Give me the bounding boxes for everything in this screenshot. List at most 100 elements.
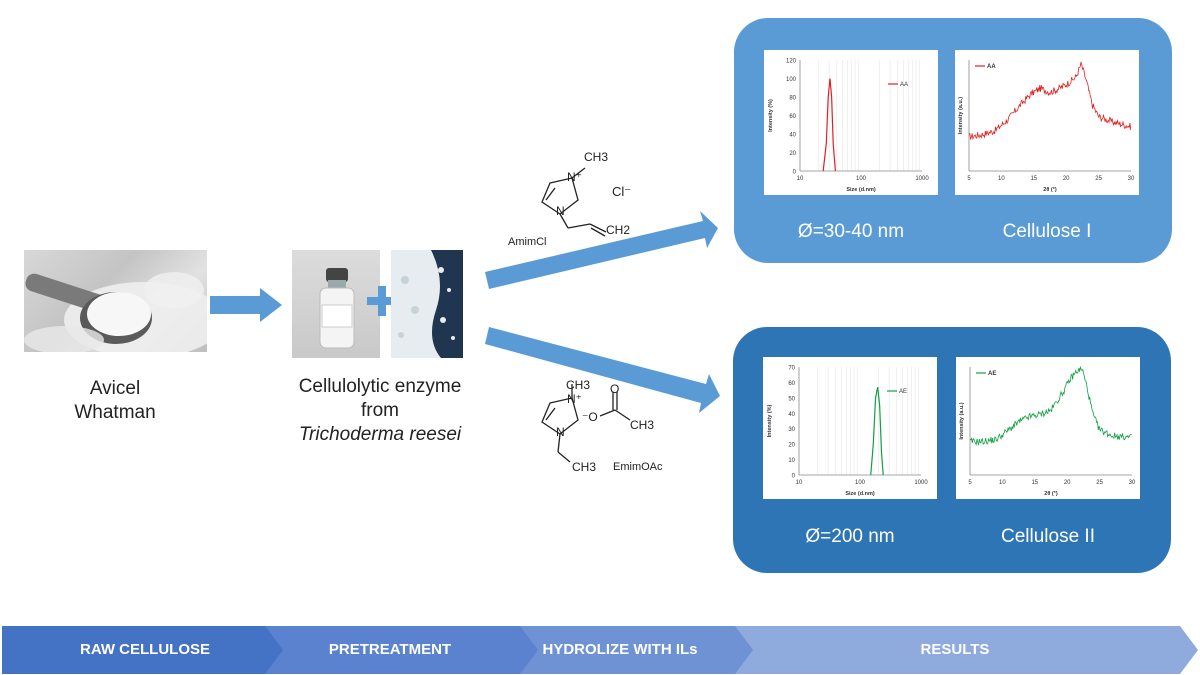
x-tick-label: 1000: [915, 176, 929, 182]
x-tick-label: 20: [1063, 176, 1070, 182]
x-tick-label: 100: [855, 480, 866, 486]
avicel-label-line1: Avicel: [89, 378, 141, 399]
y-tick-label: 40: [789, 133, 796, 139]
series-line-aa: [822, 78, 836, 172]
emimoac-methyl: CH3: [566, 378, 591, 392]
x-tick-label: 5: [968, 480, 972, 486]
amimcl-anion: Cl⁻: [612, 184, 632, 199]
y-tick-label: 20: [789, 151, 796, 157]
x-tick-label: 10: [796, 480, 803, 486]
avicel-label: Avicel Whatman: [40, 377, 190, 425]
banner-label-pretreatment: PRETREATMENT: [328, 641, 452, 658]
enzyme-vial-photo: [292, 250, 380, 358]
emimoac-o: O: [610, 382, 620, 396]
y-axis-label: Intensity (a.u.): [959, 402, 965, 439]
x-tick-label: 15: [1031, 480, 1038, 486]
arrow-to-top-results: [485, 211, 718, 289]
legend-label: AE: [899, 389, 907, 395]
xrd-chart-bottom: 5 10 15 20 25 30 2θ (°) Intensity (a.u.) AE: [956, 357, 1140, 499]
x-tick-label: 10: [998, 176, 1005, 182]
legend-label: AA: [900, 82, 908, 88]
x-axis-label: Size (d.nm): [846, 187, 876, 193]
x-tick-label: 30: [1128, 176, 1135, 182]
emimoac-o-minus: ⁻O: [582, 410, 598, 424]
y-tick-label: 80: [789, 96, 796, 102]
vial-icon: [319, 268, 355, 349]
y-tick-label: 0: [793, 170, 797, 176]
banner-label-results: RESULTS: [920, 641, 990, 658]
emimoac-n: N: [556, 425, 565, 439]
y-axis-label: Intensity (%): [767, 404, 773, 437]
powder-spoon-icon: [24, 272, 207, 352]
banner-step-4: [715, 626, 1198, 674]
granules-icon: [391, 250, 455, 358]
enzyme-label-line3: Trichoderma reesei: [298, 424, 462, 445]
enzyme-label-line1: Cellulolytic enzyme: [298, 376, 462, 397]
x-tick-label: 1000: [914, 480, 928, 486]
x-tick-label: 15: [1030, 176, 1037, 182]
y-tick-label: 120: [786, 59, 797, 65]
amimcl-n-plus: N⁺: [567, 170, 582, 184]
y-tick-label: 40: [788, 412, 795, 418]
legend-label: AE: [988, 371, 996, 377]
banner-label-hydrolize: HYDROLIZE WITH ILs: [542, 641, 698, 658]
emimoac-n-plus: N⁺: [567, 392, 582, 406]
amimcl-structure: [541, 167, 607, 237]
banner-step-3: [500, 626, 753, 674]
y-tick-label: 30: [788, 427, 795, 433]
y-axis-label: Intensity (%): [768, 99, 774, 132]
x-tick-label: 25: [1095, 176, 1102, 182]
y-tick-label: 50: [788, 396, 795, 402]
x-tick-label: 10: [999, 480, 1006, 486]
result-size-bottom: Ø=200 nm: [805, 526, 895, 547]
x-tick-label: 10: [797, 176, 804, 182]
result-size-top: Ø=30-40 nm: [797, 221, 905, 242]
legend-label: AA: [987, 64, 996, 70]
flow-arrows: [210, 211, 720, 413]
x-tick-label: 20: [1064, 480, 1071, 486]
series-line-aa: [968, 61, 1132, 141]
xrd-chart-top: 5 10 15 20 25 30 2θ (°) Intensity (a.u.) AA: [955, 50, 1139, 195]
enzyme-label: Cellulolytic enzyme from Trichoderma ree…: [270, 375, 490, 447]
x-axis-label: Size (d.nm): [845, 491, 875, 497]
y-tick-label: 60: [788, 381, 795, 387]
y-axis-label: Intensity (a.u.): [958, 97, 964, 134]
emimoac-name: EmimOAc: [613, 461, 663, 473]
emimoac-acetate-methyl: CH3: [630, 418, 655, 432]
x-tick-label: 30: [1129, 480, 1136, 486]
x-axis-label: 2θ (°): [1043, 187, 1057, 193]
avicel-powder-photo: [24, 250, 207, 352]
series-line-ae: [870, 386, 884, 476]
x-tick-label: 25: [1096, 480, 1103, 486]
x-tick-label: 100: [856, 176, 867, 182]
y-tick-label: 0: [792, 474, 796, 480]
result-phase-bottom: Cellulose II: [1001, 526, 1095, 547]
emimoac-structure: [541, 384, 631, 463]
amimcl-name: AmimCl: [508, 236, 547, 248]
banner-label-raw-cellulose: RAW CELLULOSE: [80, 641, 210, 658]
xrd-chart-top-svg: 5 10 15 20 25 30 2θ (°) Intensity (a.u.) AA: [958, 60, 1135, 193]
series-line-ae: [969, 365, 1132, 446]
y-tick-label: 20: [788, 443, 795, 449]
arrow-raw-to-enzyme: [210, 288, 282, 322]
banner-step-1: [2, 626, 283, 674]
amimcl-methyl: CH3: [584, 150, 609, 164]
xrd-chart-bottom-svg: 5 10 15 20 25 30 2θ (°) Intensity (a.u.) AE: [959, 365, 1136, 497]
process-banner: [2, 626, 1198, 674]
banner-step-2: [245, 626, 538, 674]
amimcl-vinyl: CH2: [606, 223, 631, 237]
y-tick-label: 60: [789, 114, 796, 120]
enzyme-label-line2: from: [361, 400, 399, 421]
arrow-to-bottom-results: [485, 327, 720, 413]
enzyme-granules-photo: [391, 250, 463, 358]
plus-icon: [365, 284, 399, 318]
result-phase-top: Cellulose I: [1002, 221, 1092, 242]
x-axis-label: 2θ (°): [1044, 491, 1058, 497]
y-tick-label: 10: [788, 458, 795, 464]
x-tick-label: 5: [967, 176, 971, 182]
emimoac-ethyl: CH3: [572, 460, 597, 474]
